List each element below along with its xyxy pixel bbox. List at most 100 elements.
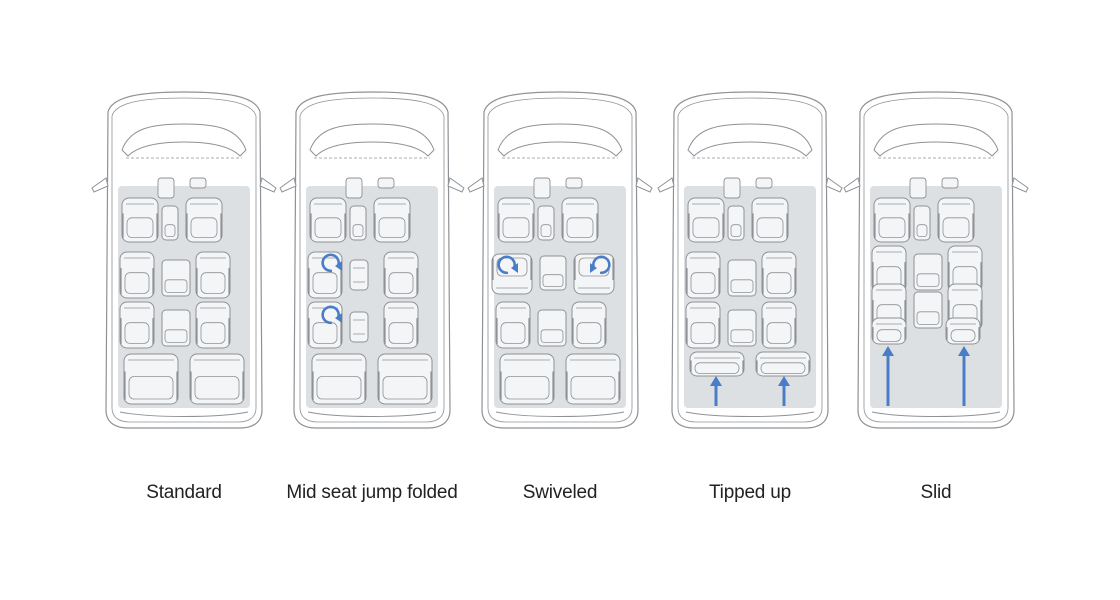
van-slid-illustration — [843, 91, 1029, 429]
rear-right-seat — [377, 353, 433, 405]
left-mirror-icon — [657, 177, 675, 193]
van-tip-panel — [656, 90, 844, 430]
right-mirror-icon — [1011, 177, 1029, 193]
van-standard-panel — [90, 90, 278, 430]
passenger-seat — [373, 197, 411, 243]
right-mirror-icon — [825, 177, 843, 193]
second-row-left-seat — [119, 251, 155, 299]
driver-seat — [121, 197, 159, 243]
second-row-center-seat — [913, 253, 943, 291]
caption-slid: Slid — [920, 482, 952, 503]
rear-left-slide-arrow-icon — [882, 346, 894, 406]
rear-right-seat — [189, 353, 245, 405]
rear-right-slid-seat — [945, 317, 981, 345]
rear-left-seat — [311, 353, 367, 405]
front-center-cushion — [913, 205, 931, 241]
center-console — [909, 177, 927, 199]
third-row-center-seat — [537, 309, 567, 347]
driver-seat — [687, 197, 725, 243]
caption-standard: Standard — [146, 482, 222, 503]
third-row-center-seat — [161, 309, 191, 347]
rear-bumper — [307, 411, 437, 417]
right-mirror-icon — [259, 177, 277, 193]
passenger-seat — [185, 197, 223, 243]
center-console — [723, 177, 741, 199]
second-row-left-swivel-seat — [491, 253, 533, 295]
van-jump-illustration — [279, 91, 465, 429]
second-row-right-seat — [195, 251, 231, 299]
front-center-cushion — [161, 205, 179, 241]
rear-left-seat — [499, 353, 555, 405]
rear-left-tipped-seat — [689, 351, 745, 377]
steering-wheel-icon — [755, 177, 773, 189]
rear-right-slide-arrow-icon — [958, 346, 970, 406]
windshield — [309, 123, 435, 157]
second-row-center-folded-seat — [349, 259, 369, 291]
passenger-seat — [561, 197, 599, 243]
driver-seat — [309, 197, 347, 243]
second-row-left-seat — [685, 251, 721, 299]
second-row-center-seat — [161, 259, 191, 297]
second-row-left-seat — [307, 251, 343, 299]
third-row-center-seat — [727, 309, 757, 347]
left-mirror-icon — [843, 177, 861, 193]
second-row-right-seat — [383, 251, 419, 299]
front-center-cushion — [537, 205, 555, 241]
third-row-left-seat — [495, 301, 531, 349]
second-row-fold-arrow-icon — [321, 253, 342, 273]
center-console — [157, 177, 175, 199]
driver-seat — [497, 197, 535, 243]
third-row-center-seat — [913, 291, 943, 329]
third-row-left-seat — [307, 301, 343, 349]
third-row-right-seat — [571, 301, 607, 349]
left-swivel-arrow-icon — [497, 255, 518, 275]
windshield — [497, 123, 623, 157]
third-row-center-folded-seat — [349, 311, 369, 343]
rear-right-tipped-seat — [755, 351, 811, 377]
rear-left-slid-seat — [871, 317, 907, 345]
rear-right-tip-arrow-icon — [778, 376, 790, 406]
passenger-seat — [937, 197, 975, 243]
rear-left-seat — [123, 353, 179, 405]
second-row-right-swivel-seat — [573, 253, 615, 295]
caption-jump: Mid seat jump folded — [286, 482, 458, 503]
second-row-center-table — [539, 255, 567, 291]
center-console — [345, 177, 363, 199]
rear-bumper — [119, 411, 249, 417]
passenger-seat — [751, 197, 789, 243]
right-mirror-icon — [635, 177, 653, 193]
third-row-right-seat — [383, 301, 419, 349]
rear-bumper — [871, 411, 1001, 417]
steering-wheel-icon — [377, 177, 395, 189]
left-mirror-icon — [91, 177, 109, 193]
van-swivel-illustration — [467, 91, 653, 429]
third-row-right-seat — [761, 301, 797, 349]
rear-bumper — [495, 411, 625, 417]
windshield — [687, 123, 813, 157]
rear-left-tip-arrow-icon — [710, 376, 722, 406]
right-mirror-icon — [447, 177, 465, 193]
windshield — [121, 123, 247, 157]
rear-bumper — [685, 411, 815, 417]
center-console — [533, 177, 551, 199]
steering-wheel-icon — [565, 177, 583, 189]
third-row-right-seat — [195, 301, 231, 349]
third-row-fold-arrow-icon — [321, 305, 342, 325]
van-swivel-panel — [466, 90, 654, 430]
van-jump-panel — [278, 90, 466, 430]
third-row-left-seat — [119, 301, 155, 349]
third-row-left-seat — [685, 301, 721, 349]
front-center-cushion — [727, 205, 745, 241]
van-slid-panel — [842, 90, 1030, 430]
van-standard-illustration — [91, 91, 277, 429]
steering-wheel-icon — [941, 177, 959, 189]
left-mirror-icon — [279, 177, 297, 193]
steering-wheel-icon — [189, 177, 207, 189]
caption-swivel: Swiveled — [522, 482, 598, 503]
caption-tip: Tipped up — [708, 482, 791, 503]
second-row-left-seat — [871, 245, 907, 293]
van-tip-illustration — [657, 91, 843, 429]
second-row-right-seat — [761, 251, 797, 299]
front-center-cushion — [349, 205, 367, 241]
